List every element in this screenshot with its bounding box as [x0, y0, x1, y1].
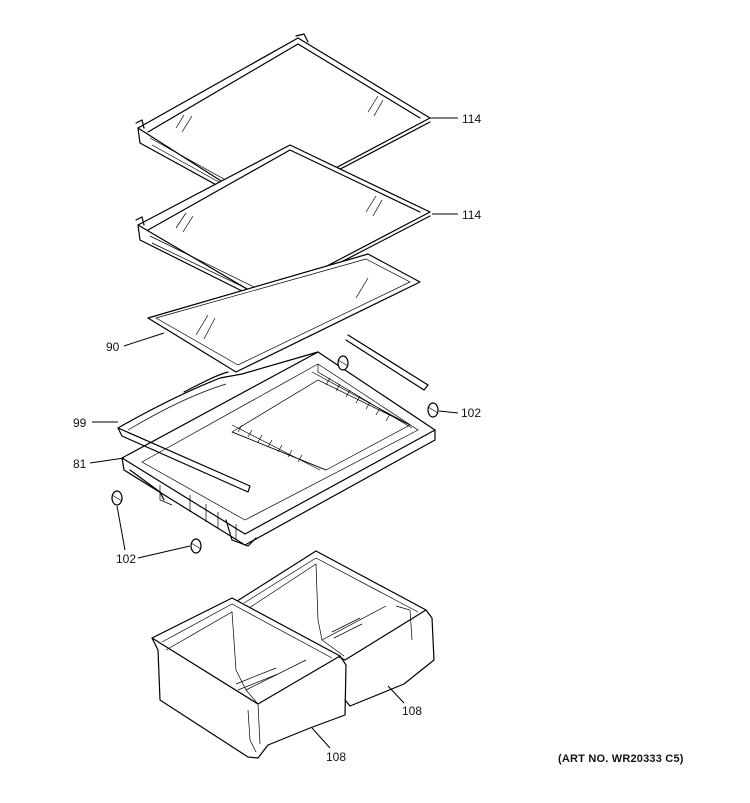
leader-102-left-b [137, 545, 191, 559]
leader-90 [123, 332, 165, 347]
leader-81 [89, 457, 125, 464]
crisper-pan-left [151, 597, 347, 759]
clip-left-lower [190, 538, 202, 554]
callout-99: 99 [73, 416, 87, 430]
clip-top-center [337, 355, 349, 371]
leader-102-left-a [116, 505, 126, 551]
crisper-cover-frame [117, 351, 436, 547]
glass-shelf-top [135, 33, 431, 211]
art-number: (ART NO. WR20333 C5) [558, 753, 684, 765]
callout-114-top: 114 [462, 112, 482, 126]
callout-102-right: 102 [461, 406, 482, 420]
leader-108-right [387, 685, 405, 704]
callout-108-left: 108 [326, 750, 347, 764]
seal-strip [345, 334, 429, 391]
callout-90: 90 [106, 340, 120, 354]
glass-shelf-second [135, 144, 431, 303]
crisper-pan-right [233, 550, 435, 707]
callout-81: 81 [73, 457, 87, 471]
glass-insert [147, 253, 421, 373]
callout-114-second: 114 [462, 208, 482, 222]
leader-108-left [311, 727, 331, 749]
clip-left-upper [111, 490, 123, 506]
callout-108-right: 108 [402, 704, 423, 718]
leader-102-right [438, 410, 459, 414]
callout-102-left: 102 [116, 552, 137, 566]
clip-right [427, 402, 439, 418]
